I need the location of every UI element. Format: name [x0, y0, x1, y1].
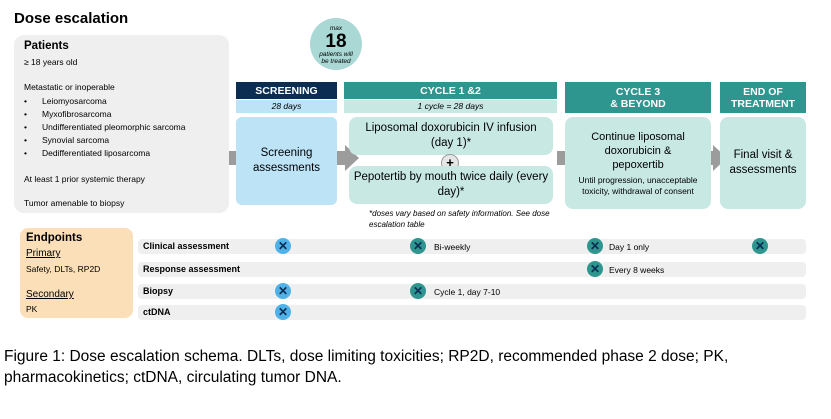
assessment-row — [138, 262, 806, 277]
biopsy-cycle12-note: Cycle 1, day 7-10 — [434, 287, 501, 297]
cycle3-header: CYCLE 3 & BEYOND — [565, 82, 711, 113]
max-number: 18 — [325, 31, 347, 52]
drug2-text: Pepotertib by mouth twice daily (every d… — [353, 171, 549, 198]
assessment-row — [138, 284, 806, 299]
drug1-box: Liposomal doxorubicin IV infusion (day 1… — [349, 117, 553, 155]
cycle12-duration: 1 cycle = 28 days — [344, 100, 557, 113]
x-mark-icon: ✕ — [410, 238, 426, 254]
x-mark-icon: ✕ — [752, 238, 768, 254]
subtype-item: Dedifferentiated liposarcoma — [24, 148, 150, 159]
x-mark-icon: ✕ — [587, 261, 603, 277]
patients-heading: Patients — [24, 40, 69, 52]
secondary-items: PK — [26, 304, 38, 314]
row-label-response: Response assessment — [143, 264, 241, 274]
max-suffix-2: be treated — [321, 58, 351, 65]
x-mark-icon: ✕ — [410, 283, 426, 299]
primary-label: Primary — [26, 248, 61, 259]
response-cycle3-note: Every 8 weeks — [609, 265, 665, 275]
end-header-line1: END OF — [743, 85, 783, 98]
arrow-shaft — [557, 151, 565, 165]
clinical-cycle12-note: Bi-weekly — [434, 242, 471, 252]
cycle3-main: Continue liposomal doxorubicin & pepoxer… — [591, 130, 685, 171]
cycle12-header: CYCLE 1 &2 — [344, 82, 557, 99]
end-header: END OF TREATMENT — [720, 82, 806, 113]
drug1-text: Liposomal doxorubicin IV infusion (day 1… — [365, 122, 537, 149]
patients-disease-intro: Metastatic or inoperable — [24, 82, 115, 92]
subtype-item: Undifferentiated pleomorphic sarcoma — [24, 122, 186, 133]
screening-duration: 28 days — [236, 100, 337, 113]
patients-biopsy: Tumor amenable to biopsy — [24, 198, 125, 208]
cycle3-sub: Until progression, unacceptable toxicity… — [578, 174, 698, 196]
cycle3-header-line2: & BEYOND — [610, 97, 666, 110]
x-mark-icon: ✕ — [587, 238, 603, 254]
subtype-item: Leiomyosarcoma — [24, 96, 107, 107]
clinical-cycle3-note: Day 1 only — [609, 242, 650, 252]
row-label-biopsy: Biopsy — [143, 286, 174, 296]
figure-caption: Figure 1: Dose escalation schema. DLTs, … — [4, 348, 729, 386]
x-mark-icon: ✕ — [275, 238, 291, 254]
x-mark-icon: ✕ — [275, 283, 291, 299]
cycle3-box: Continue liposomal doxorubicin & pepoxer… — [565, 117, 711, 209]
max-patients-badge: max 18 patients will be treated — [310, 18, 362, 70]
subtype-item: Myxofibrosarcoma — [24, 109, 112, 120]
subtype-item: Synovial sarcoma — [24, 135, 109, 146]
dose-note: *doses vary based on safety information.… — [369, 209, 550, 229]
screening-text: Screening assessments — [252, 147, 321, 174]
x-mark-icon: ✕ — [275, 304, 291, 320]
drug2-box: Pepotertib by mouth twice daily (every d… — [349, 166, 553, 204]
row-label-clinical: Clinical assessment — [143, 241, 230, 251]
patients-age: ≥ 18 years old — [24, 57, 78, 67]
arrow-shaft — [337, 151, 345, 165]
screening-box: Screening assessments — [236, 117, 337, 205]
end-box: Final visit & assessments — [720, 117, 806, 209]
end-text: Final visit & assessments — [729, 149, 797, 176]
max-prefix: max — [329, 25, 343, 32]
end-header-line2: TREATMENT — [731, 97, 795, 110]
endpoints-heading: Endpoints — [26, 232, 83, 244]
assessment-row — [138, 239, 806, 254]
arrow-shaft — [711, 151, 714, 165]
arrow-shaft — [229, 151, 237, 165]
max-suffix-1: patients will — [319, 51, 353, 58]
assessment-row — [138, 305, 806, 320]
row-label-ctdna: ctDNA — [143, 307, 171, 317]
primary-items: Safety, DLTs, RP2D — [26, 264, 101, 274]
endpoints-panel — [20, 228, 133, 318]
secondary-label: Secondary — [26, 289, 74, 300]
diagram-title: Dose escalation — [14, 10, 129, 27]
patients-prior-therapy: At least 1 prior systemic therapy — [24, 174, 145, 184]
cycle3-header-line1: CYCLE 3 — [615, 85, 661, 98]
screening-header: SCREENING — [236, 82, 337, 99]
